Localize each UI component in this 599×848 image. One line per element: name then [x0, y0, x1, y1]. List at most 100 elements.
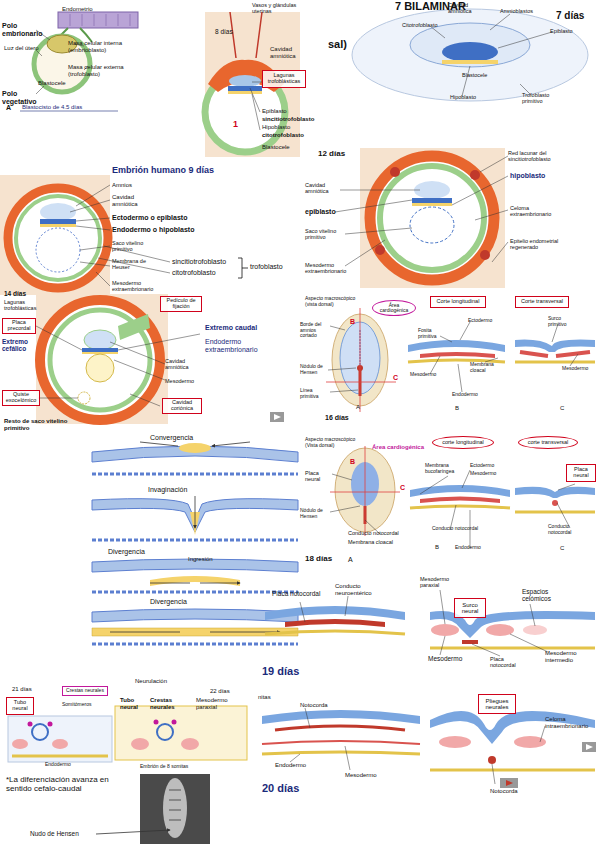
- outlined-box: Tubo neural: [6, 697, 34, 715]
- day18-illustration: [330, 446, 595, 548]
- label-text: Red lacunar del sincitiotrofoblasto: [508, 150, 563, 162]
- drawing-part: [430, 647, 595, 650]
- outlined-box: Corte longitudinal: [430, 296, 486, 308]
- label-text: Extremo cefálico: [2, 338, 36, 352]
- outlined-box: Pedículo de fijación: [160, 296, 202, 312]
- label-text: Mesodermo extraembrionario: [112, 280, 172, 292]
- drawing-part: [262, 741, 420, 744]
- label-text: 19 días: [262, 665, 299, 677]
- box-text: Placa neural: [568, 467, 594, 479]
- drawing-part: [330, 470, 575, 548]
- label-text: Blastocele: [462, 72, 487, 78]
- drawing-part: [118, 314, 150, 340]
- label-text: Nudo de Hensen: [30, 830, 79, 837]
- drawing-part: [515, 361, 595, 364]
- drawing-part: [265, 631, 405, 634]
- label-text: Endodermo: [455, 545, 481, 551]
- day7-illustration: [352, 9, 588, 101]
- label-text: Amnios: [112, 182, 132, 189]
- drawing-part: [500, 778, 518, 788]
- box-text: Surco neural: [456, 602, 484, 615]
- drawing-part: [326, 382, 396, 383]
- label-text: Crestas neurales: [150, 697, 180, 710]
- label-text: Área cardiogénica: [372, 444, 424, 451]
- drawing-part: [40, 224, 76, 227]
- label-text: Polo vegetativo: [2, 90, 42, 105]
- drawing-part: [515, 511, 595, 514]
- label-text: Epiblasto: [262, 108, 287, 115]
- drawing-part: [150, 576, 240, 586]
- label-text: Cavidad amniótica: [448, 2, 486, 14]
- drawing-part: [265, 606, 405, 620]
- label-text: Ingresión: [188, 556, 213, 563]
- oval-box: corte transversal: [518, 436, 578, 449]
- drawing-part: [250, 82, 262, 130]
- drawing-part: [586, 744, 593, 750]
- drawing-part: [506, 780, 513, 786]
- drawing-part: [36, 30, 88, 94]
- label-text: Mesodermo paraxial: [420, 576, 460, 588]
- outlined-box: Cavidad coriónica: [162, 398, 202, 414]
- label-text: Extremo caudal: [205, 324, 257, 332]
- label-text: Ectodermo: [468, 318, 492, 324]
- label-text: Ectodermo: [470, 463, 494, 469]
- drawing-part: [40, 219, 76, 224]
- label-text: Somitómeros: [62, 702, 91, 708]
- label-text: trofoblasto: [250, 263, 283, 271]
- drawing-part: [92, 473, 298, 476]
- outlined-box: Corte transversal: [515, 296, 569, 308]
- drawing-part: [492, 726, 545, 784]
- label-text: Mesodermo: [165, 378, 194, 384]
- label-text: 20 días: [262, 782, 299, 794]
- drawing-part: [229, 75, 261, 87]
- drawing-part: [390, 167, 400, 177]
- label-text: 8 días: [215, 28, 233, 35]
- label-text: Divergencia: [108, 548, 145, 556]
- drawing-part: [163, 778, 187, 838]
- box-text: corte longitudinal: [442, 440, 484, 446]
- label-text: Membrana de Heuser: [112, 258, 152, 270]
- drawing-part: [360, 308, 361, 412]
- drawing-part: [523, 625, 547, 635]
- label-text: Endodermo: [452, 392, 478, 398]
- label-text: Placa neural: [305, 470, 331, 482]
- drawing-part: [431, 624, 459, 636]
- drawing-part: [412, 198, 452, 203]
- drawing-part: [96, 830, 170, 834]
- label-text: Cavidad amniótica: [112, 194, 152, 207]
- drawing-part: [84, 330, 116, 350]
- box-text: Pliegues neurales: [480, 698, 514, 711]
- label-text: Surco primitivo: [548, 316, 574, 327]
- day21-22-illustration: [8, 706, 247, 844]
- label-text: Blastocele: [38, 80, 66, 87]
- day14-illustration: [36, 294, 284, 424]
- label-text: 1: [233, 120, 238, 130]
- drawing-part: [420, 352, 495, 358]
- label-text: Trofoblasto primitivo: [522, 92, 567, 104]
- label-text: 21 días: [12, 686, 32, 693]
- drawing-part: [488, 756, 496, 764]
- drawing-part: [430, 769, 595, 772]
- label-text: A: [6, 104, 11, 112]
- box-text: Cavidad coriónica: [164, 400, 200, 412]
- day16-illustration: [326, 308, 595, 412]
- label-text: Lagunas trofoblásticas: [4, 299, 42, 311]
- label-text: 14 días: [4, 290, 26, 297]
- drawing-part: [181, 738, 199, 750]
- drawing-part: [285, 619, 385, 627]
- label-text: sal): [328, 38, 347, 50]
- oval-box: Área cardiogénica: [372, 300, 416, 316]
- drawing-part: [78, 392, 90, 404]
- drawing-part: [442, 60, 498, 64]
- drawing-part: [262, 710, 420, 724]
- drawing-part: [412, 203, 452, 206]
- label-text: B: [435, 544, 439, 551]
- drawing-part: [40, 300, 160, 420]
- drawing-part: [82, 348, 118, 352]
- label-text: 16 días: [325, 414, 349, 422]
- drawing-part: [345, 596, 348, 616]
- label-text: Luz del útero: [4, 45, 40, 52]
- label-text: Neurulación: [135, 678, 167, 685]
- label-text: Conducto neuroentérico: [335, 583, 377, 596]
- label-text: nitas: [258, 694, 271, 701]
